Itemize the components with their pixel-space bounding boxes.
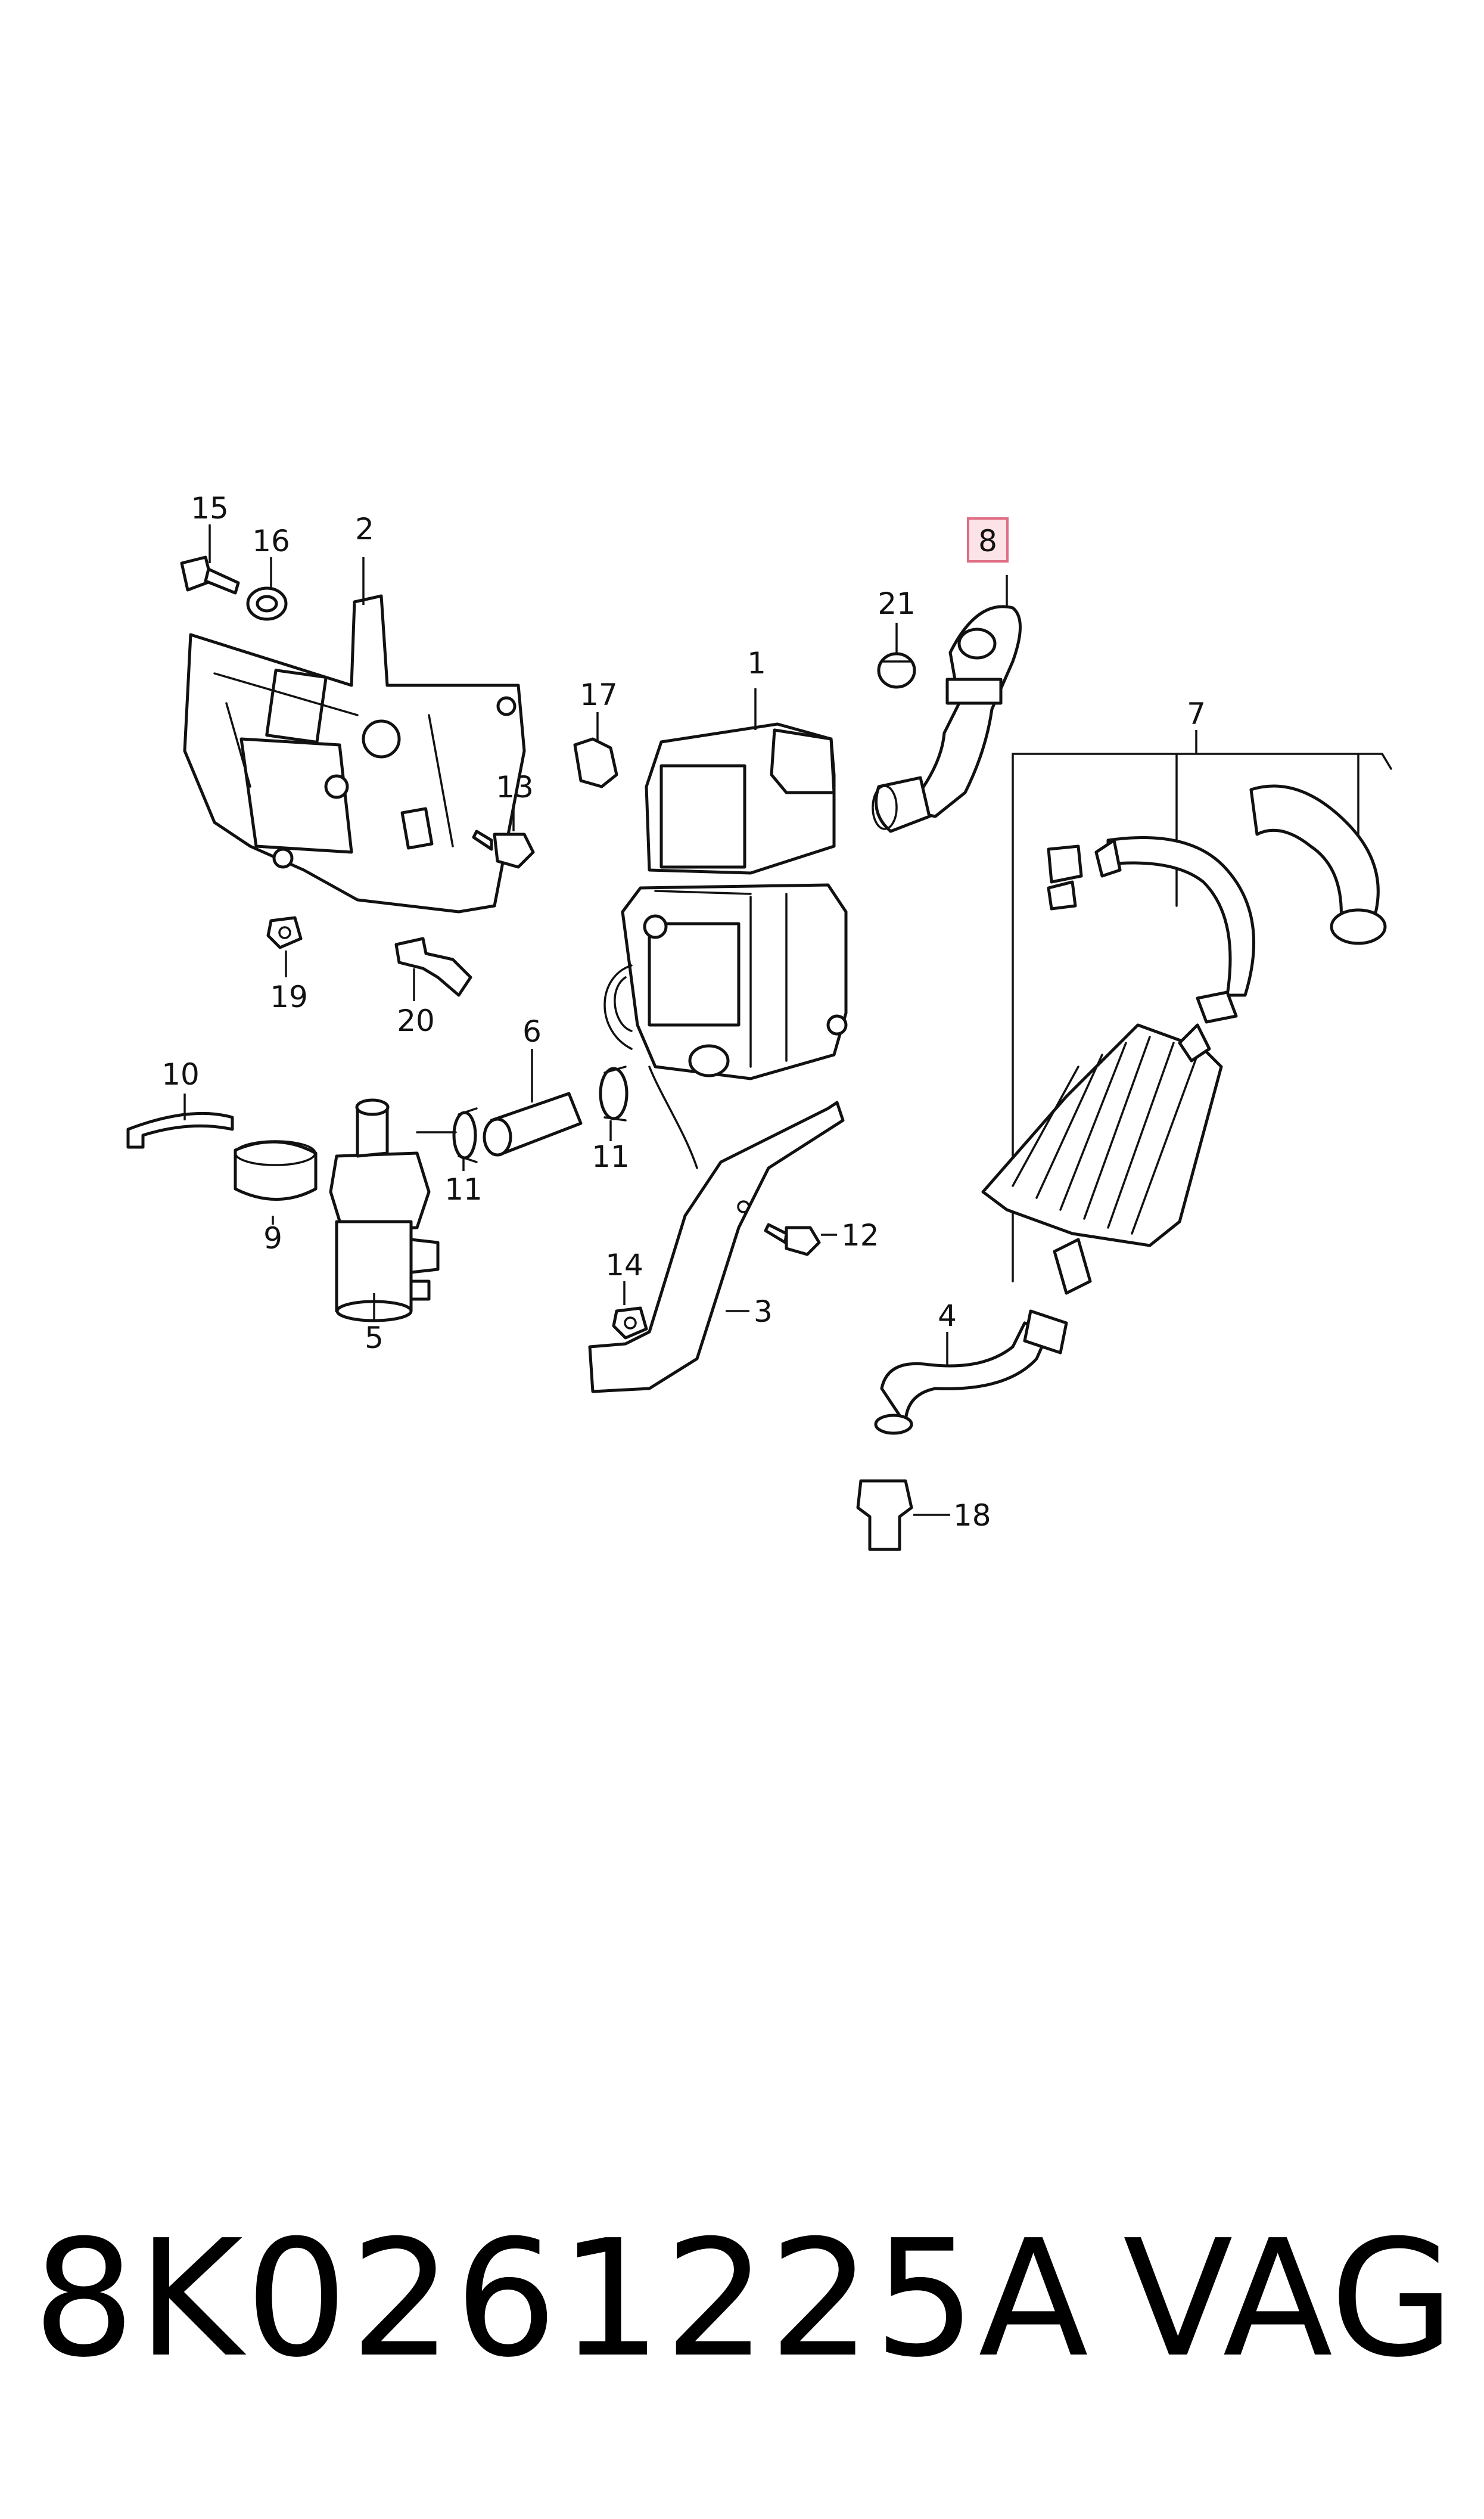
plug-part-18 [856,1479,913,1551]
cap-part-21 [877,652,916,689]
callout-18: 18 [953,1498,991,1533]
callout-8: 8 [978,524,997,558]
hose-part-4 [874,1309,1068,1435]
callout-2: 2 [355,512,374,546]
callout-20: 20 [397,1004,435,1038]
callout-7: 7 [1187,697,1206,731]
callout-12: 12 [841,1218,879,1253]
callout-10: 10 [161,1057,200,1092]
hose-part-6 [483,1092,583,1157]
callout-14: 14 [605,1248,643,1282]
callout-11-right: 11 [592,1139,630,1174]
heater-part-1 [603,722,848,1169]
muffler-assembly-part-7 [981,753,1392,1295]
callout-16: 16 [252,524,290,558]
nut-part-19 [266,916,303,949]
callout-15: 15 [191,491,229,526]
bracket-part-2 [183,594,526,914]
strap-part-10 [126,1111,234,1149]
bracket-part-3 [588,1101,845,1393]
callout-6: 6 [522,1014,542,1049]
clamp-part-11b [599,1066,629,1122]
callout-9: 9 [263,1221,282,1256]
callout-17: 17 [580,678,618,712]
brand-name: VAG [1123,2205,1455,2393]
callout-19: 19 [270,980,308,1014]
bolt-part-13 [472,830,535,869]
callout-21: 21 [878,586,916,621]
bolt-part-15 [180,555,240,595]
clip-part-20 [394,937,472,997]
callout-4: 4 [938,1299,957,1333]
leader-lines [183,524,1197,1516]
callout-8-highlight: 8 [967,517,1009,563]
hose-part-8 [872,605,1022,833]
ring-part-9 [234,1140,318,1201]
callout-1: 1 [747,646,766,681]
callout-5: 5 [365,1321,384,1355]
part-number: 8K0261225A [33,2205,1091,2393]
callout-13: 13 [496,770,534,805]
callout-11-left: 11 [444,1172,483,1207]
clamp-part-11a [452,1107,478,1163]
clip-part-17 [573,737,618,788]
nut-part-14 [612,1306,648,1340]
callout-3: 3 [754,1294,773,1329]
bushing-part-16 [246,586,288,621]
footer: 8K0261225A VAG [33,2205,1463,2402]
bolt-part-12 [764,1223,821,1256]
